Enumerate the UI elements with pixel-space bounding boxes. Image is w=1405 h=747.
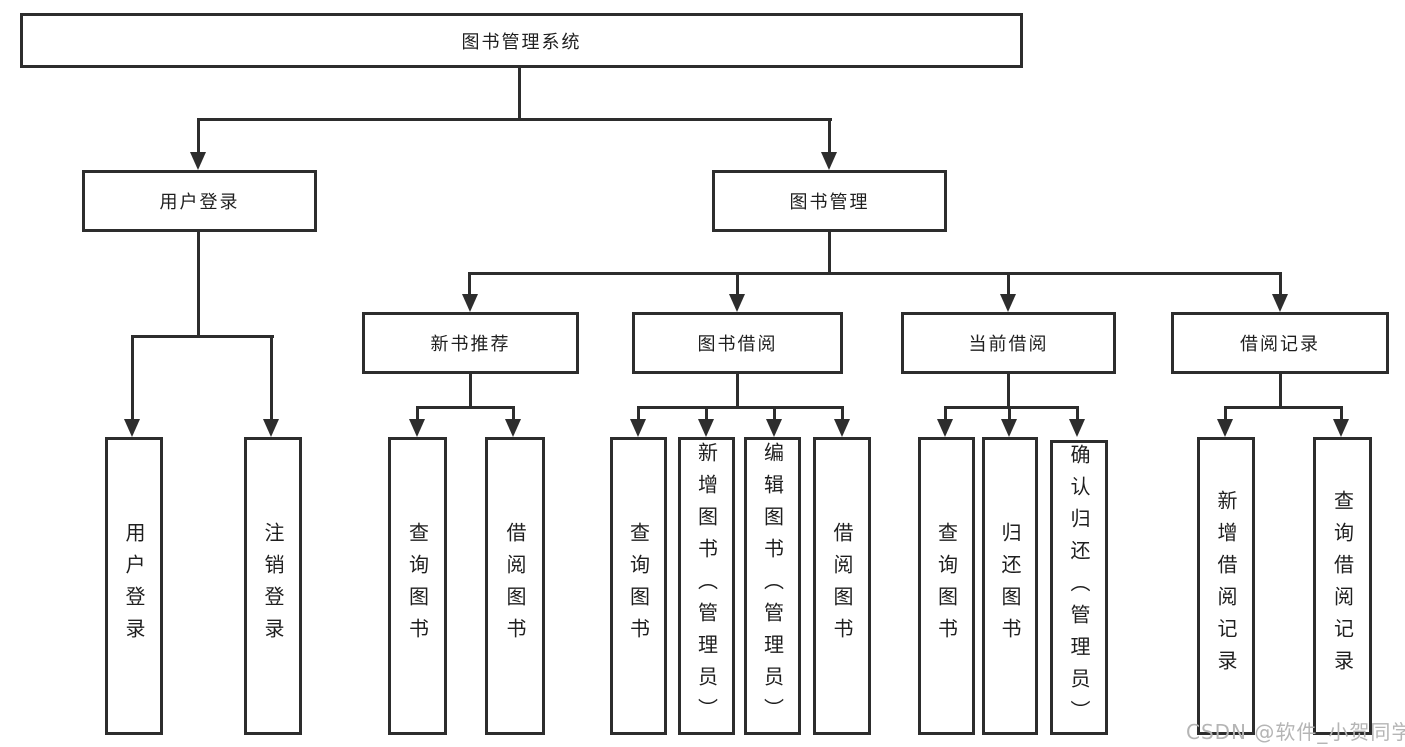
connector-line (518, 66, 521, 120)
arrow-down-icon (834, 419, 850, 437)
connector-line (197, 118, 200, 154)
arrow-down-icon (1333, 419, 1349, 437)
node-label: 新书推荐 (430, 334, 511, 355)
leaf-current-confirm-return-admin: 确认归还（管理员） (1050, 440, 1108, 735)
leaf-recommend-borrow-book: 借阅图书 (485, 437, 545, 735)
node-label: 新增图书（管理员） (694, 442, 719, 730)
node-label: 当前借阅 (968, 334, 1049, 355)
arrow-down-icon (630, 419, 646, 437)
node-label: 归还图书 (998, 522, 1022, 650)
connector-line (1340, 406, 1343, 421)
node-label: 用户登录 (122, 522, 146, 650)
connector-line (1224, 406, 1343, 409)
leaf-borrowing-borrow-book: 借阅图书 (813, 437, 871, 735)
node-label: 查询图书 (626, 522, 651, 650)
node-label: 借阅图书 (830, 522, 854, 650)
node-borrowing-records: 借阅记录 (1171, 312, 1389, 374)
node-label: 查询图书 (934, 522, 959, 650)
connector-line (1076, 406, 1079, 421)
arrow-down-icon (462, 294, 478, 312)
connector-line (1007, 374, 1010, 409)
arrow-down-icon (937, 419, 953, 437)
leaf-borrowing-query-book: 查询图书 (610, 437, 667, 735)
node-label: 借阅图书 (503, 522, 527, 650)
connector-line (468, 272, 471, 296)
connector-line (637, 406, 844, 409)
connector-line (1007, 272, 1010, 296)
connector-line (1279, 374, 1282, 409)
node-book-management: 图书管理 (712, 170, 947, 232)
connector-line (270, 335, 273, 421)
leaf-current-query-book: 查询图书 (918, 437, 975, 735)
leaf-recommend-query-book: 查询图书 (388, 437, 447, 735)
connector-line (773, 406, 776, 421)
node-label: 查询图书 (405, 522, 430, 650)
connector-line (736, 374, 739, 409)
node-label: 用户登录 (159, 192, 240, 213)
node-label: 编辑图书（管理员） (760, 442, 785, 730)
connector-line (198, 118, 832, 121)
connector-line (469, 272, 1282, 275)
connector-line (512, 406, 515, 421)
arrow-down-icon (1000, 294, 1016, 312)
connector-line (828, 118, 831, 154)
connector-line (841, 406, 844, 421)
arrow-down-icon (1272, 294, 1288, 312)
connector-line (828, 232, 831, 274)
connector-line (705, 406, 708, 421)
arrow-down-icon (1069, 419, 1085, 437)
leaf-logout: 注销登录 (244, 437, 302, 735)
connector-line (1224, 406, 1227, 421)
arrow-down-icon (729, 294, 745, 312)
node-book-borrowing: 图书借阅 (632, 312, 843, 374)
leaf-user-login: 用户登录 (105, 437, 163, 735)
arrow-down-icon (1001, 419, 1017, 437)
connector-line (1008, 406, 1011, 421)
leaf-records-add-record: 新增借阅记录 (1197, 437, 1255, 735)
arrow-down-icon (766, 419, 782, 437)
connector-line (416, 406, 515, 409)
leaf-current-return-book: 归还图书 (982, 437, 1038, 735)
leaf-borrowing-add-book-admin: 新增图书（管理员） (678, 437, 735, 735)
node-label: 图书管理系统 (461, 31, 582, 53)
arrow-down-icon (821, 152, 837, 170)
arrow-down-icon (263, 419, 279, 437)
connector-line (944, 406, 947, 421)
connector-line (637, 406, 640, 421)
leaf-borrowing-edit-book-admin: 编辑图书（管理员） (744, 437, 801, 735)
arrow-down-icon (190, 152, 206, 170)
node-label: 借阅记录 (1240, 334, 1320, 355)
connector-line (469, 374, 472, 409)
node-user-login: 用户登录 (82, 170, 317, 232)
connector-line (131, 335, 134, 421)
node-label: 图书借阅 (697, 334, 778, 355)
connector-line (945, 406, 1079, 409)
connector-line (197, 232, 200, 337)
connector-line (736, 272, 739, 296)
leaf-records-query-record: 查询借阅记录 (1313, 437, 1372, 735)
connector-line (132, 335, 274, 338)
arrow-down-icon (409, 419, 425, 437)
watermark: CSDN @软件_小贺同学 (1186, 720, 1405, 744)
node-label: 新增借阅记录 (1214, 490, 1238, 682)
node-label: 注销登录 (261, 522, 285, 650)
node-new-book-recommend: 新书推荐 (362, 312, 579, 374)
node-library-management-system: 图书管理系统 (20, 13, 1023, 68)
arrow-down-icon (124, 419, 140, 437)
arrow-down-icon (505, 419, 521, 437)
connector-line (416, 406, 419, 421)
arrow-down-icon (698, 419, 714, 437)
arrow-down-icon (1217, 419, 1233, 437)
node-label: 确认归还（管理员） (1067, 443, 1091, 732)
connector-line (1279, 272, 1282, 296)
node-label: 查询借阅记录 (1330, 490, 1355, 682)
node-current-borrowing: 当前借阅 (901, 312, 1116, 374)
node-label: 图书管理 (789, 192, 870, 213)
